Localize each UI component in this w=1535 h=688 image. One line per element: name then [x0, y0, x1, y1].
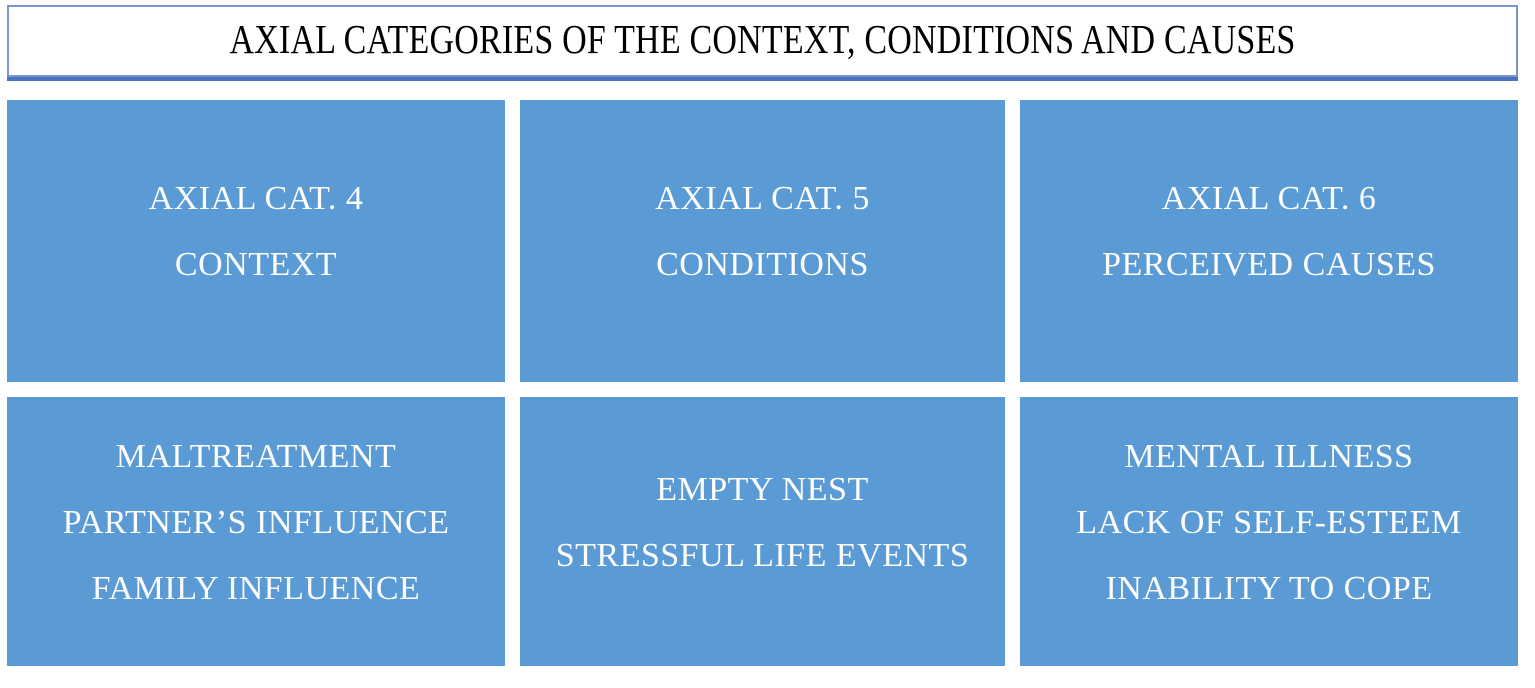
box-line: EMPTY NEST [656, 470, 869, 508]
box-line: AXIAL CAT. 6 [1161, 180, 1377, 217]
figure-title: AXIAL CATEGORIES OF THE CONTEXT, CONDITI… [229, 17, 1296, 63]
box-line: LACK OF SELF-ESTEEM [1076, 503, 1462, 541]
box-context-codes: MALTREATMENT PARTNER’S INFLUENCE FAMILY … [7, 397, 505, 666]
box-line: PERCEIVED CAUSES [1102, 246, 1436, 283]
box-axial-cat-5: AXIAL CAT. 5 CONDITIONS [520, 100, 1005, 382]
box-line: STRESSFUL LIFE EVENTS [555, 536, 970, 574]
box-causes-codes: MENTAL ILLNESS LACK OF SELF-ESTEEM INABI… [1020, 397, 1518, 666]
box-line: AXIAL CAT. 5 [655, 180, 870, 217]
box-line: FAMILY INFLUENCE [91, 569, 421, 607]
box-line: CONTEXT [174, 246, 338, 283]
figure-title-box: AXIAL CATEGORIES OF THE CONTEXT, CONDITI… [7, 5, 1518, 77]
box-line: AXIAL CAT. 4 [148, 180, 364, 217]
box-line: PARTNER’S INFLUENCE [62, 503, 450, 541]
box-axial-cat-4: AXIAL CAT. 4 CONTEXT [7, 100, 505, 382]
box-line: CONDITIONS [656, 246, 869, 283]
box-line: INABILITY TO COPE [1105, 569, 1433, 607]
box-conditions-codes: EMPTY NEST STRESSFUL LIFE EVENTS [520, 397, 1005, 666]
box-line: MENTAL ILLNESS [1124, 437, 1414, 475]
category-grid: AXIAL CAT. 4 CONTEXT AXIAL CAT. 5 CONDIT… [7, 100, 1518, 666]
box-line: MALTREATMENT [115, 437, 397, 475]
box-axial-cat-6: AXIAL CAT. 6 PERCEIVED CAUSES [1020, 100, 1518, 382]
